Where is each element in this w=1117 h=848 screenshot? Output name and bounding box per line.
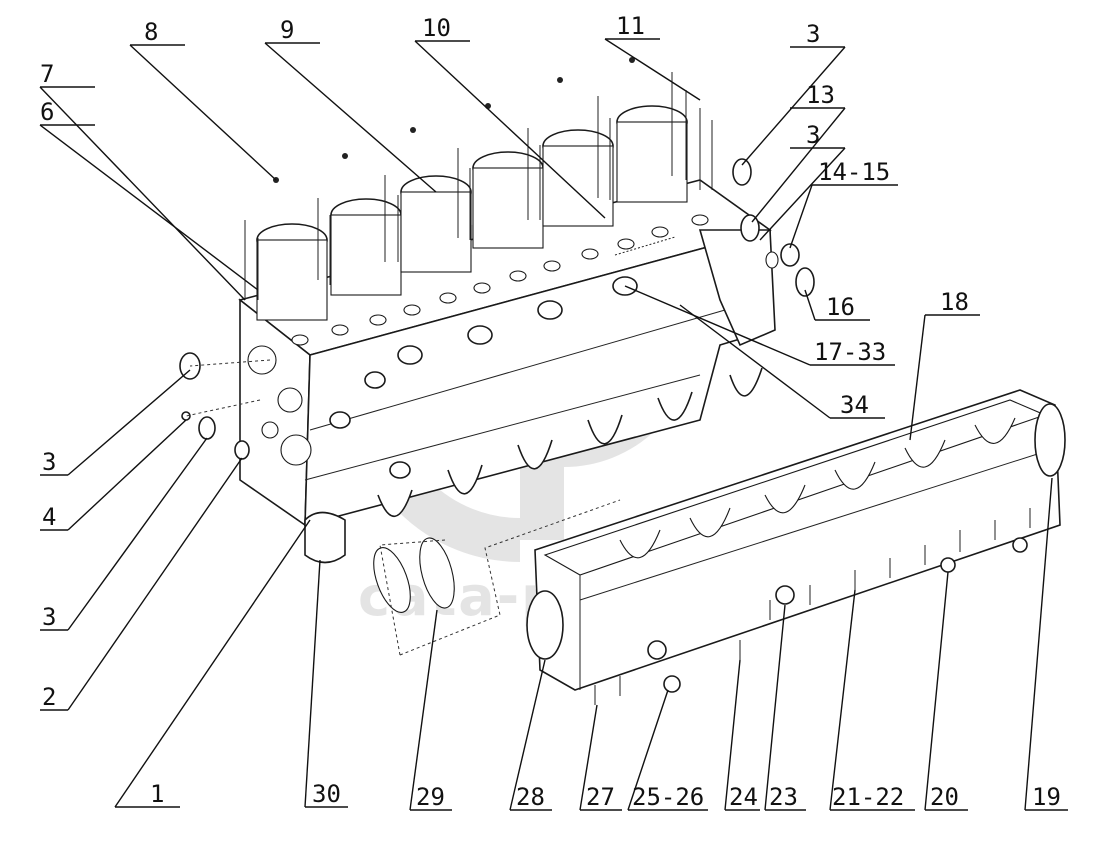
- nut-20: [940, 557, 956, 573]
- callout-28: 28: [516, 783, 545, 811]
- plug-13: [740, 214, 760, 242]
- callout-27: 27: [586, 783, 615, 811]
- callout-20: 20: [930, 783, 959, 811]
- callout-16: 16: [826, 293, 855, 321]
- callout-30: 30: [312, 780, 341, 808]
- callout-24: 24: [729, 783, 758, 811]
- callout-25-26: 25-26: [632, 783, 704, 811]
- plug-23: [775, 585, 795, 605]
- seal-ring: [765, 251, 779, 269]
- callout-14-15: 14-15: [818, 158, 890, 186]
- bedplate-bolts: [594, 508, 1031, 705]
- callout-labels: 8 9 10 11 7 6 3 13 3 14-15 16 18 17-33 3…: [40, 12, 1061, 811]
- plug-2: [234, 440, 250, 460]
- plug-16: [795, 267, 815, 297]
- callout-3-second: 3: [806, 121, 820, 149]
- plug-3-lower: [198, 416, 216, 440]
- callout-3-lower: 3: [42, 603, 56, 631]
- callout-23: 23: [769, 783, 798, 811]
- front-face-holes: [247, 345, 312, 466]
- callout-7: 7: [40, 60, 54, 88]
- deck-holes: [291, 214, 709, 346]
- head-studs: [244, 72, 713, 300]
- callout-4: 4: [42, 503, 56, 531]
- callout-9: 9: [280, 16, 294, 44]
- plug-25: [647, 640, 667, 660]
- pin-4: [181, 411, 191, 421]
- nut-19b: [1012, 537, 1028, 553]
- bearing-bedplate: [526, 389, 1066, 705]
- callout-3-left: 3: [42, 448, 56, 476]
- bedplate-saddles: [619, 417, 1016, 559]
- fitting-14-15: [780, 243, 800, 267]
- callout-11: 11: [616, 12, 645, 40]
- callout-21-22: 21-22: [832, 783, 904, 811]
- bushing-30: [304, 511, 346, 564]
- callout-2: 2: [42, 683, 56, 711]
- callout-3-top: 3: [806, 20, 820, 48]
- callout-18: 18: [940, 288, 969, 316]
- side-plugs: [329, 276, 638, 479]
- plug-26: [663, 675, 681, 693]
- cylinder-block: [238, 57, 776, 527]
- callout-17-33: 17-33: [814, 338, 886, 366]
- cylinder-liners: [256, 105, 688, 321]
- callout-10: 10: [422, 14, 451, 42]
- callout-6: 6: [40, 98, 54, 126]
- callout-13: 13: [806, 81, 835, 109]
- main-bearing-saddles: [377, 367, 763, 518]
- o-ring-29b: [419, 537, 455, 609]
- callout-29: 29: [416, 783, 445, 811]
- callout-34: 34: [840, 391, 869, 419]
- callout-1: 1: [150, 780, 164, 808]
- callout-19: 19: [1032, 783, 1061, 811]
- callout-8: 8: [144, 18, 158, 46]
- seal-28: [526, 590, 564, 660]
- leader-lines: [39, 38, 1068, 811]
- plug-3-top: [732, 158, 752, 186]
- seal-19: [1034, 403, 1066, 477]
